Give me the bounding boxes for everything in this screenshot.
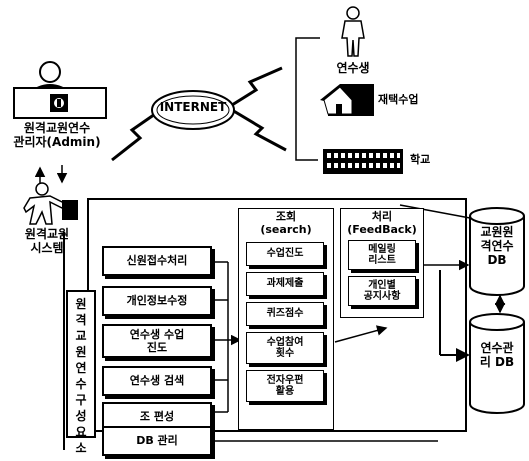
menu-registration[interactable]: 신원접수처리 (102, 246, 212, 276)
system-label: 원격교원 시스템 (6, 228, 88, 256)
trainee-person-icon (336, 6, 370, 58)
school-building-icon (322, 146, 404, 176)
admin-label: 원격교원연수 관리자(Admin) (2, 122, 112, 150)
training-management-db-label: 연수관 리 DB (468, 342, 526, 370)
search-title: 조회 (search) (238, 211, 334, 236)
home-study-label: 재택수업 (378, 94, 438, 107)
search-item-participation[interactable]: 수업참여 횟수 (246, 332, 324, 364)
menu-trainee-search[interactable]: 연수생 검색 (102, 366, 212, 396)
search-item-progress[interactable]: 수업진도 (246, 242, 324, 266)
internet-label: INTERNET (150, 101, 236, 115)
feedback-title: 처리 (FeedBack) (340, 211, 424, 236)
menu-trainee-progress[interactable]: 연수생 수업 진도 (102, 324, 212, 358)
feedback-item-mailing[interactable]: 메일링 리스트 (348, 240, 416, 270)
house-icon (318, 82, 376, 118)
school-label: 학교 (410, 154, 450, 167)
teacher-training-db-label: 교원원 격연수 DB (468, 226, 526, 267)
system-operator-icon (22, 182, 82, 226)
components-label: 원격교원연수구성요소 (73, 296, 89, 456)
search-item-email[interactable]: 전자우편 활용 (246, 370, 324, 402)
search-item-quiz[interactable]: 퀴즈점수 (246, 302, 324, 326)
menu-personal-info[interactable]: 개인정보수정 (102, 286, 212, 316)
search-item-assignment[interactable]: 과제제출 (246, 272, 324, 296)
admin-computer-icon (12, 58, 108, 122)
menu-db-management[interactable]: DB 관리 (102, 426, 212, 456)
feedback-item-notice[interactable]: 개인별 공지사항 (348, 276, 416, 306)
components-panel: 원격교원연수구성요소 (66, 290, 96, 438)
trainee-label: 연수생 (326, 62, 380, 76)
